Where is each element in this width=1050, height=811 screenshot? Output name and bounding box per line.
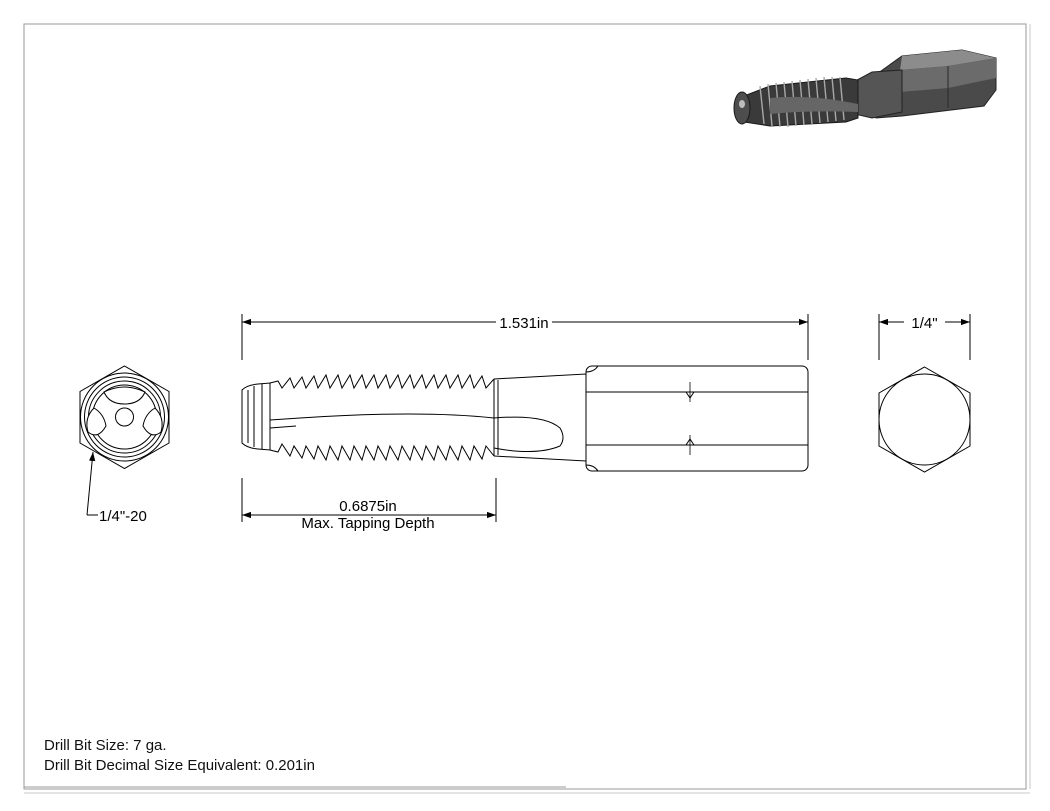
overall-length-text: 1.531in [499, 315, 548, 332]
thread-callout-text: 1/4"-20 [99, 508, 147, 525]
thread-callout-leader [86, 451, 98, 516]
end-view-shank [878, 366, 971, 473]
tapping-depth-value: 0.6875in [339, 498, 397, 515]
hex-size-text: 1/4" [911, 315, 937, 332]
isometric-view [733, 49, 997, 128]
end-view-tip [79, 365, 170, 470]
drill-bit-decimal-note: Drill Bit Decimal Size Equivalent: 0.201… [44, 757, 315, 774]
tapping-depth-dimension [241, 478, 497, 522]
tapping-depth-label: Max. Tapping Depth [301, 515, 434, 532]
sheet-border [23, 23, 1027, 790]
overall-length-dimension [241, 314, 809, 360]
hex-size-dimension [878, 314, 971, 360]
drill-bit-size-note: Drill Bit Size: 7 ga. [44, 737, 167, 754]
side-view-tap [241, 365, 809, 472]
